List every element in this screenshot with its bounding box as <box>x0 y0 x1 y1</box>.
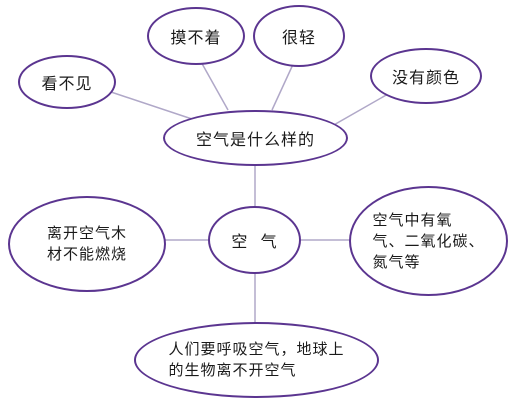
node-kanbujian: 看不见 <box>18 55 116 109</box>
node-henqing: 很轻 <box>253 5 345 67</box>
node-right-line-2: 气、二氧化碳、 <box>372 231 485 250</box>
node-center-label: 空 气 <box>231 232 278 251</box>
node-meiyouyanse: 没有颜色 <box>370 48 482 104</box>
connector-question-meiyouyanse <box>324 89 396 131</box>
node-bottom-breathing: 人们要呼吸空气，地球上 的生物离不开空气 <box>134 322 379 398</box>
node-left-combustion: 离开空气木 材不能燃烧 <box>8 196 166 292</box>
node-question-label: 空气是什么样的 <box>195 130 315 149</box>
node-mobuzhao-label: 摸不着 <box>170 28 222 47</box>
node-center-air: 空 气 <box>208 206 301 274</box>
node-bottom-line-2: 的生物离不开空气 <box>168 361 297 379</box>
node-mobuzhao: 摸不着 <box>147 7 245 65</box>
connector-question-henqing <box>271 59 296 111</box>
node-right-composition: 空气中有氧 气、二氧化碳、 氮气等 <box>349 186 508 296</box>
connector-question-mobuzhao <box>199 59 229 111</box>
node-kanbujian-label: 看不见 <box>41 74 93 93</box>
node-left-line-2: 材不能燃烧 <box>46 245 127 263</box>
node-right-line-3: 氮气等 <box>372 252 421 271</box>
node-right-line-1: 空气中有氧 <box>372 210 453 229</box>
connector-question-kanbujian <box>104 89 196 121</box>
node-henqing-label: 很轻 <box>281 28 316 47</box>
node-question: 空气是什么样的 <box>163 110 348 166</box>
node-left-line-1: 离开空气木 <box>46 224 127 242</box>
node-bottom-line-1: 人们要呼吸空气，地球上 <box>168 340 345 358</box>
node-meiyouyanse-label: 没有颜色 <box>391 68 460 87</box>
